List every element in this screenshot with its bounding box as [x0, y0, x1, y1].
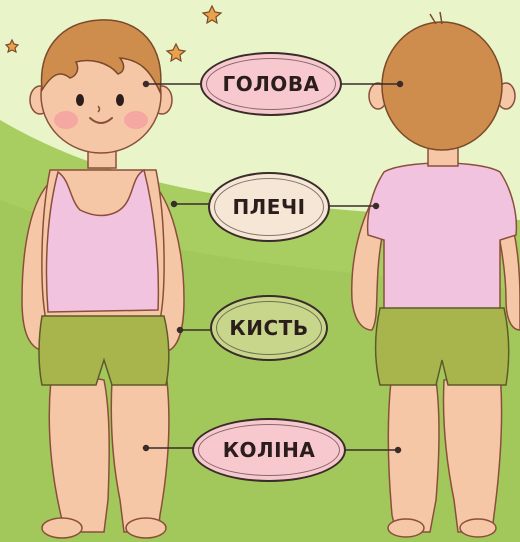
label-head-text: ГОЛОВА: [222, 72, 319, 96]
label-shoulders: ПЛЕЧІ: [208, 172, 330, 242]
label-head: ГОЛОВА: [200, 52, 342, 116]
label-knee-text: КОЛІНА: [223, 438, 316, 462]
label-hand: КИСТЬ: [210, 295, 328, 361]
label-knee: КОЛІНА: [192, 418, 346, 482]
label-shoulders-text: ПЛЕЧІ: [232, 195, 305, 219]
label-hand-text: КИСТЬ: [229, 316, 308, 340]
